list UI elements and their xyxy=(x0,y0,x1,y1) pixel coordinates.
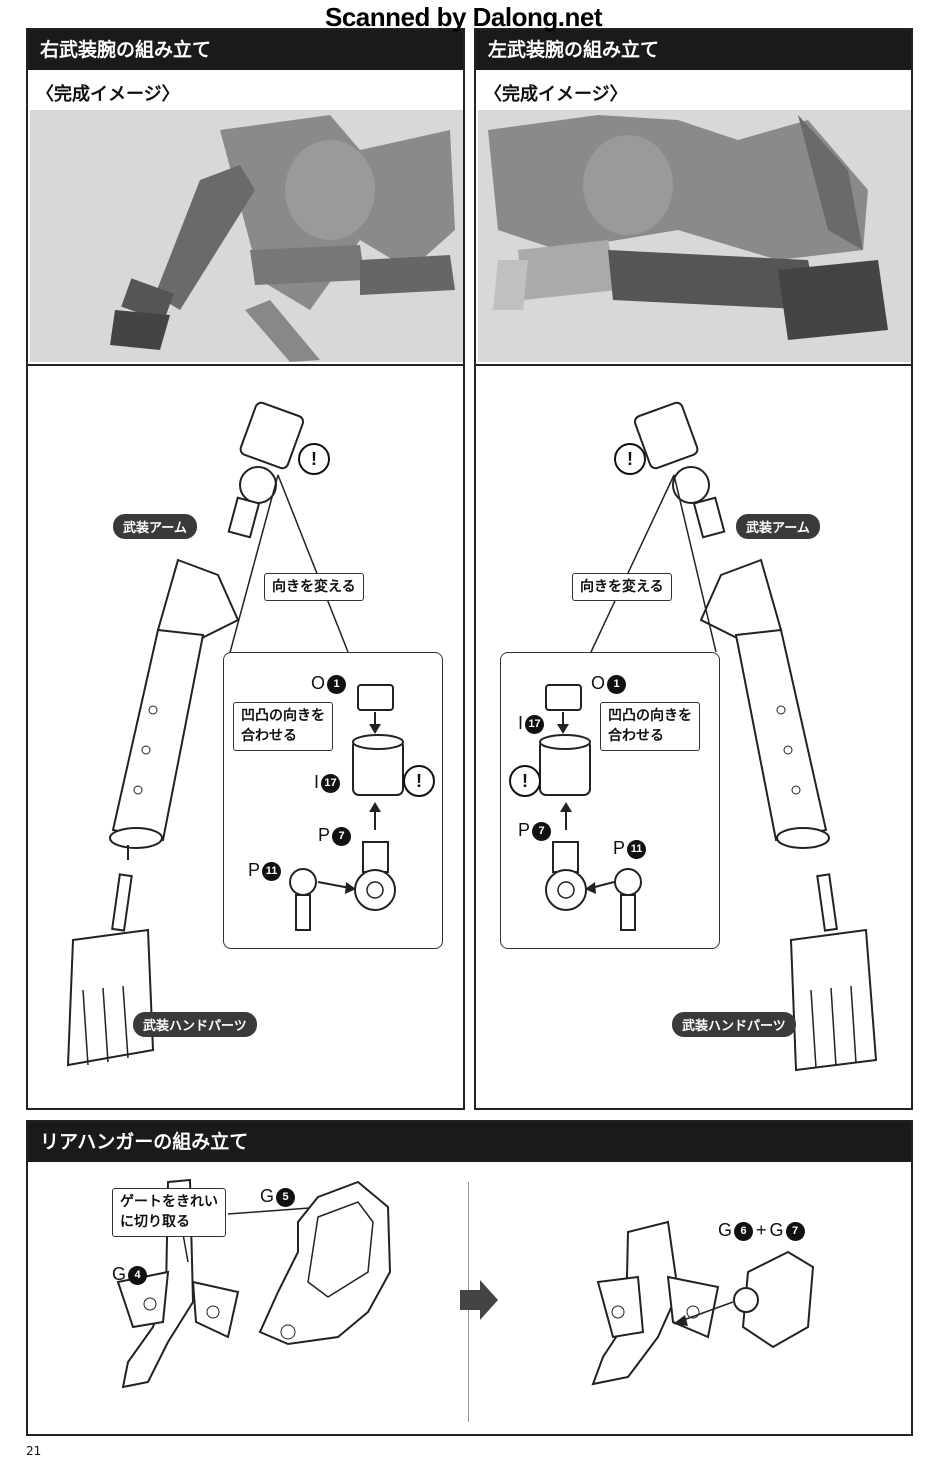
left-arm-inset-warning-icon: ! xyxy=(509,765,541,797)
right-arm-panel: 右武装腕の組み立て 〈完成イメージ〉 xyxy=(26,28,465,1110)
rear-hanger-title: リアハンガーの組み立て xyxy=(28,1122,911,1162)
left-arm-part-o1-number: 1 xyxy=(607,674,627,694)
right-arm-change-direction-note: 向きを変える xyxy=(264,573,364,602)
rear-hanger-part-g6-letter: G xyxy=(718,1220,733,1240)
right-arm-part-p11-number: 11 xyxy=(262,861,282,881)
right-arm-part-p7-number: 7 xyxy=(332,826,352,846)
left-arm-part-p11-number: 11 xyxy=(627,839,647,859)
right-arm-inset-art xyxy=(289,684,404,931)
right-arm-part-p11-letter: P xyxy=(248,860,261,880)
rear-hanger-part-g4-number: 4 xyxy=(128,1265,148,1285)
left-arm-align-note: 凹凸の向きを 合わせる xyxy=(600,702,700,751)
rear-hanger-part-g6-number: 6 xyxy=(734,1221,754,1241)
right-arm-photo xyxy=(30,110,463,362)
rear-hanger-gate-note-line1: ゲートをきれい xyxy=(120,1194,218,1210)
right-arm-title: 右武装腕の組み立て xyxy=(28,30,463,70)
left-arm-hand-label: 武装ハンドパーツ xyxy=(672,1012,796,1037)
right-arm-part-p7-letter: P xyxy=(318,825,331,845)
left-arm-part-p7-letter: P xyxy=(518,820,531,840)
right-arm-part-o1-letter: O xyxy=(311,673,326,693)
left-arm-diagram xyxy=(590,401,878,1072)
rear-hanger-part-g5-number: 5 xyxy=(276,1187,296,1207)
left-arm-photo-art xyxy=(478,110,911,362)
rear-hanger-plus: + xyxy=(756,1220,767,1240)
rear-hanger-gate-note: ゲートをきれい に切り取る xyxy=(112,1188,226,1237)
right-arm-photo-art xyxy=(30,110,463,362)
left-arm-inset xyxy=(500,652,720,949)
right-arm-inset-warning-icon: ! xyxy=(403,765,435,797)
right-arm-completed-image-label: 〈完成イメージ〉 xyxy=(36,84,180,105)
rear-hanger-diagram xyxy=(116,1178,815,1389)
right-arm-top-warning-icon: ! xyxy=(298,443,330,475)
right-arm-part-o1-number: 1 xyxy=(327,674,347,694)
rear-hanger-part-g7-number: 7 xyxy=(785,1221,805,1241)
rear-hanger-part-g5-letter: G xyxy=(260,1186,275,1206)
left-arm-part-p11-letter: P xyxy=(613,838,626,858)
left-arm-part-p7-number: 7 xyxy=(532,821,552,841)
left-arm-inset-art xyxy=(539,684,642,931)
left-arm-title: 左武装腕の組み立て xyxy=(476,30,911,70)
page-number: 21 xyxy=(26,1444,42,1458)
left-arm-change-direction-note: 向きを変える xyxy=(572,573,672,602)
left-arm-photo xyxy=(478,110,911,362)
right-arm-part-i17-letter: I xyxy=(314,772,320,792)
right-arm-inset xyxy=(223,652,443,949)
left-arm-part-o1-letter: O xyxy=(591,673,606,693)
right-arm-arm-label: 武装アーム xyxy=(113,514,197,539)
left-arm-top-warning-icon: ! xyxy=(614,443,646,475)
rear-hanger-part-g7-letter: G xyxy=(769,1220,784,1240)
rear-hanger-gate-note-line2: に切り取る xyxy=(120,1214,190,1231)
left-arm-divider xyxy=(476,364,911,366)
right-arm-divider xyxy=(28,364,463,366)
right-arm-part-i17-number: 17 xyxy=(321,773,341,793)
left-arm-align-note-line1: 凹凸の向きを xyxy=(608,708,692,724)
left-arm-panel: 左武装腕の組み立て 〈完成イメージ〉 武装アーム 向きを変える xyxy=(474,28,913,1110)
left-arm-align-note-line2: 合わせる xyxy=(608,728,664,745)
left-arm-part-i17-letter: I xyxy=(518,713,524,733)
left-arm-completed-image-label: 〈完成イメージ〉 xyxy=(484,84,628,105)
right-arm-align-note: 凹凸の向きを 合わせる xyxy=(233,702,333,751)
watermark: Scanned by Dalong.net xyxy=(325,2,603,32)
left-arm-arm-label: 武装アーム xyxy=(736,514,820,539)
right-arm-align-note-line2: 合わせる xyxy=(241,728,297,745)
right-arm-hand-label: 武装ハンドパーツ xyxy=(133,1012,257,1037)
left-arm-part-i17-number: 17 xyxy=(525,714,545,734)
right-arm-align-note-line1: 凹凸の向きを xyxy=(241,708,325,724)
rear-hanger-part-g4-letter: G xyxy=(112,1264,127,1284)
